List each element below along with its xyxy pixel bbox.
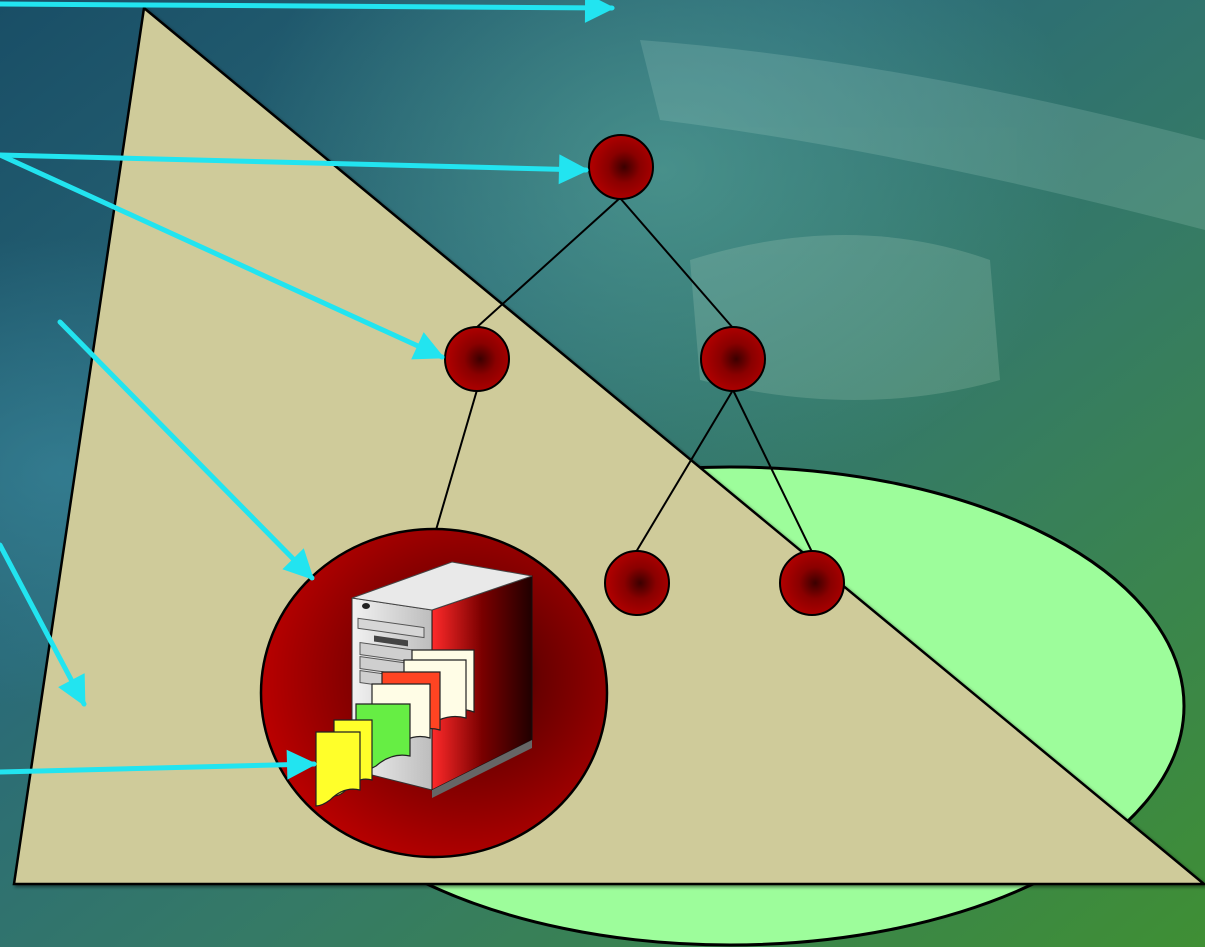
tree-node-right bbox=[701, 327, 765, 391]
tree-node-right-right bbox=[780, 551, 844, 615]
tree-node-left bbox=[445, 327, 509, 391]
tree-node-root bbox=[589, 135, 653, 199]
tree-node-right-left bbox=[605, 551, 669, 615]
